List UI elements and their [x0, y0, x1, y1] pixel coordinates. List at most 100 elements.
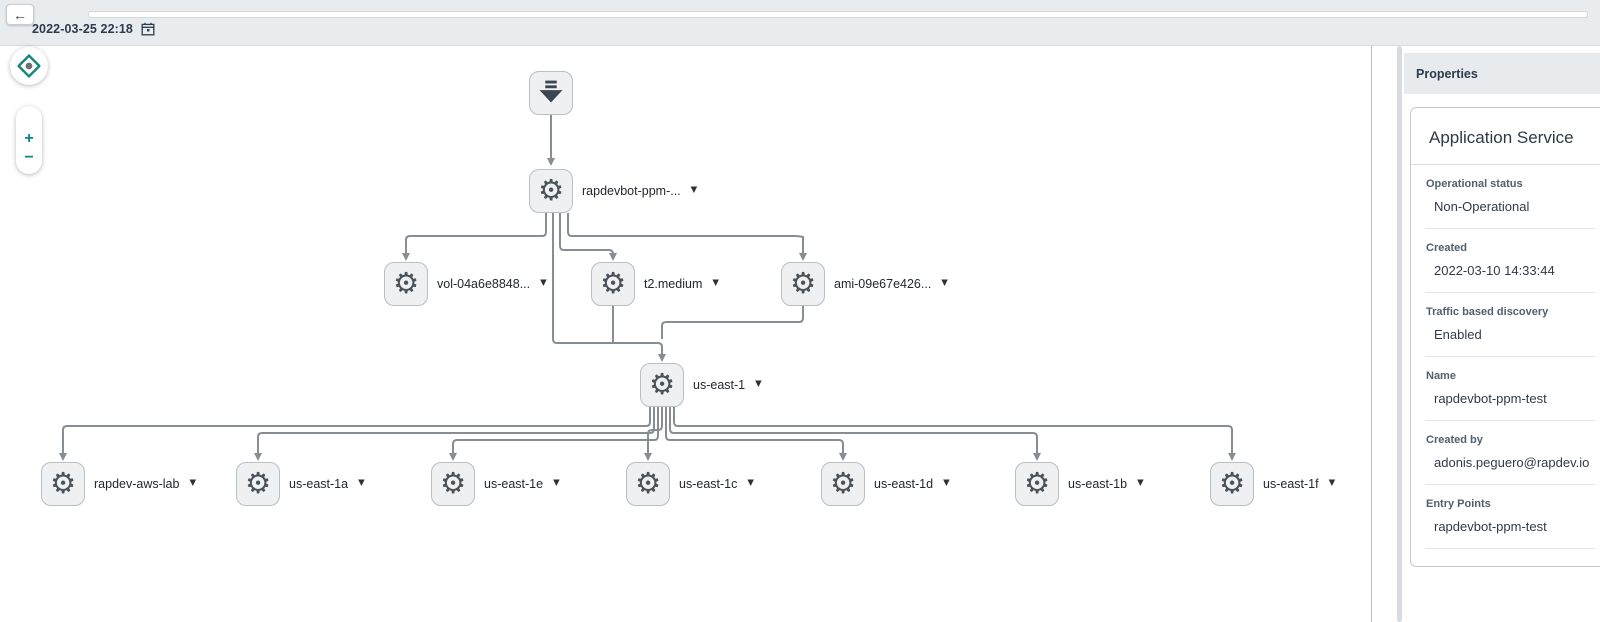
- chevron-down-icon[interactable]: ▼: [747, 478, 754, 488]
- entry-point-node[interactable]: [529, 71, 573, 115]
- gear-icon: ⚙: [1024, 465, 1050, 500]
- node-box[interactable]: ⚙: [529, 169, 573, 213]
- node-label[interactable]: us-east-1d: [874, 477, 934, 491]
- node-us-east-1d[interactable]: ⚙ us-east-1d ▼: [821, 462, 950, 506]
- chevron-down-icon[interactable]: ▼: [540, 278, 547, 288]
- node-us-east-1[interactable]: ⚙ us-east-1 ▼: [640, 363, 762, 407]
- node-label[interactable]: us-east-1f: [1263, 477, 1319, 491]
- field-label: Created by: [1426, 434, 1483, 446]
- node-box[interactable]: ⚙: [384, 262, 428, 306]
- gear-icon: ⚙: [830, 465, 856, 500]
- field-label: Name: [1426, 370, 1456, 382]
- node-box[interactable]: ⚙: [821, 462, 865, 506]
- field-traffic-based-discovery: Traffic based discovery Enabled: [1426, 293, 1595, 357]
- top-bar: ← 2022-03-25 22:18: [0, 0, 1600, 46]
- field-value: rapdevbot-ppm-test: [1434, 519, 1547, 534]
- chevron-down-icon[interactable]: ▼: [1328, 478, 1336, 488]
- gear-icon: ⚙: [393, 265, 419, 300]
- download-icon: [539, 80, 563, 103]
- node-label[interactable]: rapdevbot-ppm-...: [582, 184, 681, 198]
- node-label[interactable]: us-east-1c: [679, 477, 738, 491]
- node-label[interactable]: ami-09e67e426...: [834, 277, 932, 291]
- panel-header: Properties: [1404, 53, 1600, 94]
- node-box[interactable]: ⚙: [41, 462, 85, 506]
- chevron-down-icon[interactable]: ▼: [1137, 478, 1144, 488]
- node-box[interactable]: ⚙: [1015, 462, 1059, 506]
- calendar-button[interactable]: [141, 22, 155, 36]
- node-label[interactable]: us-east-1e: [484, 477, 544, 491]
- field-value: Non-Operational: [1434, 199, 1530, 214]
- field-created-by: Created by adonis.peguero@rapdev.io: [1426, 421, 1595, 485]
- node-box[interactable]: ⚙: [591, 262, 635, 306]
- card-title: Application Service: [1411, 108, 1600, 165]
- zoom-control-pill: + −: [16, 106, 42, 174]
- chevron-down-icon[interactable]: ▼: [358, 478, 365, 488]
- node-label[interactable]: vol-04a6e8848...: [437, 277, 531, 291]
- field-operational-status: Operational status Non-Operational: [1426, 165, 1595, 229]
- back-arrow-icon: ←: [13, 6, 27, 23]
- node-box[interactable]: ⚙: [640, 363, 684, 407]
- chevron-down-icon[interactable]: ▼: [943, 478, 950, 488]
- field-value: 2022-03-10 14:33:44: [1434, 263, 1555, 278]
- field-label: Created: [1426, 242, 1467, 254]
- node-t2-medium[interactable]: ⚙ t2.medium ▼: [591, 262, 719, 306]
- node-rapdev-aws-lab[interactable]: ⚙ rapdev-aws-lab ▼: [41, 462, 196, 506]
- field-value: rapdevbot-ppm-test: [1434, 391, 1547, 406]
- panel-title: Properties: [1416, 66, 1478, 81]
- chevron-down-icon[interactable]: ▼: [189, 478, 197, 488]
- node-us-east-1c[interactable]: ⚙ us-east-1c ▼: [626, 462, 754, 506]
- node-box[interactable]: ⚙: [431, 462, 475, 506]
- field-name: Name rapdevbot-ppm-test: [1426, 357, 1595, 421]
- field-label: Entry Points: [1426, 498, 1491, 510]
- field-value: adonis.peguero@rapdev.io: [1434, 455, 1590, 470]
- chevron-down-icon[interactable]: ▼: [712, 278, 719, 288]
- connector-lines: [59, 115, 1236, 461]
- gear-icon: ⚙: [538, 172, 564, 207]
- node-label[interactable]: us-east-1b: [1068, 477, 1128, 491]
- node-label[interactable]: rapdev-aws-lab: [94, 477, 180, 491]
- pan-control[interactable]: [10, 47, 48, 85]
- gear-icon: ⚙: [245, 465, 271, 500]
- node-ami[interactable]: ⚙ ami-09e67e426... ▼: [781, 262, 948, 306]
- node-label[interactable]: us-east-1a: [289, 477, 349, 491]
- service-map-canvas[interactable]: ⚙ rapdevbot-ppm-... ▼ ⚙ vol-04a6e8848...…: [0, 46, 1372, 622]
- node-rapdevbot[interactable]: ⚙ rapdevbot-ppm-... ▼: [529, 169, 697, 213]
- chevron-down-icon[interactable]: ▼: [941, 278, 948, 288]
- node-us-east-1f[interactable]: ⚙ us-east-1f ▼: [1210, 462, 1335, 506]
- node-us-east-1e[interactable]: ⚙ us-east-1e ▼: [431, 462, 560, 506]
- zoom-in-button[interactable]: +: [24, 130, 34, 147]
- entry-point-node-box[interactable]: [529, 71, 573, 115]
- gear-icon: ⚙: [1219, 465, 1245, 500]
- gear-icon: ⚙: [649, 366, 675, 401]
- gear-icon: ⚙: [635, 465, 661, 500]
- pan-icon: [17, 54, 41, 78]
- field-entry-points: Entry Points rapdevbot-ppm-test: [1426, 485, 1595, 549]
- chevron-down-icon[interactable]: ▼: [690, 185, 698, 195]
- node-box[interactable]: ⚙: [626, 462, 670, 506]
- node-us-east-1a[interactable]: ⚙ us-east-1a ▼: [236, 462, 365, 506]
- field-created: Created 2022-03-10 14:33:44: [1426, 229, 1595, 293]
- zoom-out-button[interactable]: −: [24, 149, 34, 166]
- node-box[interactable]: ⚙: [1210, 462, 1254, 506]
- properties-panel: Properties Application Service Operation…: [1373, 46, 1600, 622]
- chevron-down-icon[interactable]: ▼: [755, 379, 762, 389]
- gear-icon: ⚙: [50, 465, 76, 500]
- node-label[interactable]: t2.medium: [644, 277, 703, 291]
- calendar-icon: [141, 22, 155, 36]
- gear-icon: ⚙: [600, 265, 626, 300]
- timeline-track[interactable]: [88, 11, 1588, 18]
- chevron-down-icon[interactable]: ▼: [553, 478, 560, 488]
- gear-icon: ⚙: [790, 265, 816, 300]
- field-value: Enabled: [1434, 327, 1482, 342]
- node-box[interactable]: ⚙: [781, 262, 825, 306]
- panel-scrollbar[interactable]: [1397, 46, 1402, 622]
- node-box[interactable]: ⚙: [236, 462, 280, 506]
- node-us-east-1b[interactable]: ⚙ us-east-1b ▼: [1015, 462, 1144, 506]
- node-label[interactable]: us-east-1: [693, 378, 746, 392]
- map-timestamp: 2022-03-25 22:18: [32, 22, 133, 36]
- back-button[interactable]: ←: [6, 4, 34, 25]
- field-label: Operational status: [1426, 178, 1523, 190]
- application-service-card: Application Service Operational status N…: [1410, 107, 1600, 567]
- field-label: Traffic based discovery: [1426, 306, 1549, 318]
- node-vol[interactable]: ⚙ vol-04a6e8848... ▼: [384, 262, 547, 306]
